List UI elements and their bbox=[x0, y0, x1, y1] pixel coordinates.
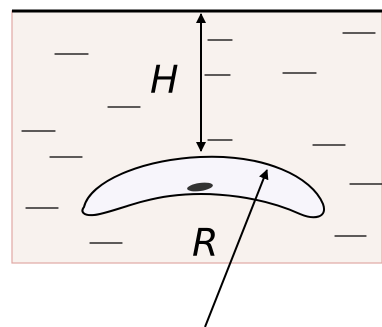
lens-center-spot bbox=[187, 182, 213, 192]
radius-label-r: R bbox=[192, 221, 218, 265]
depth-label-h: H bbox=[150, 58, 179, 102]
radius-arrow-icon bbox=[204, 169, 269, 327]
water-wave-marks bbox=[21, 32, 382, 244]
